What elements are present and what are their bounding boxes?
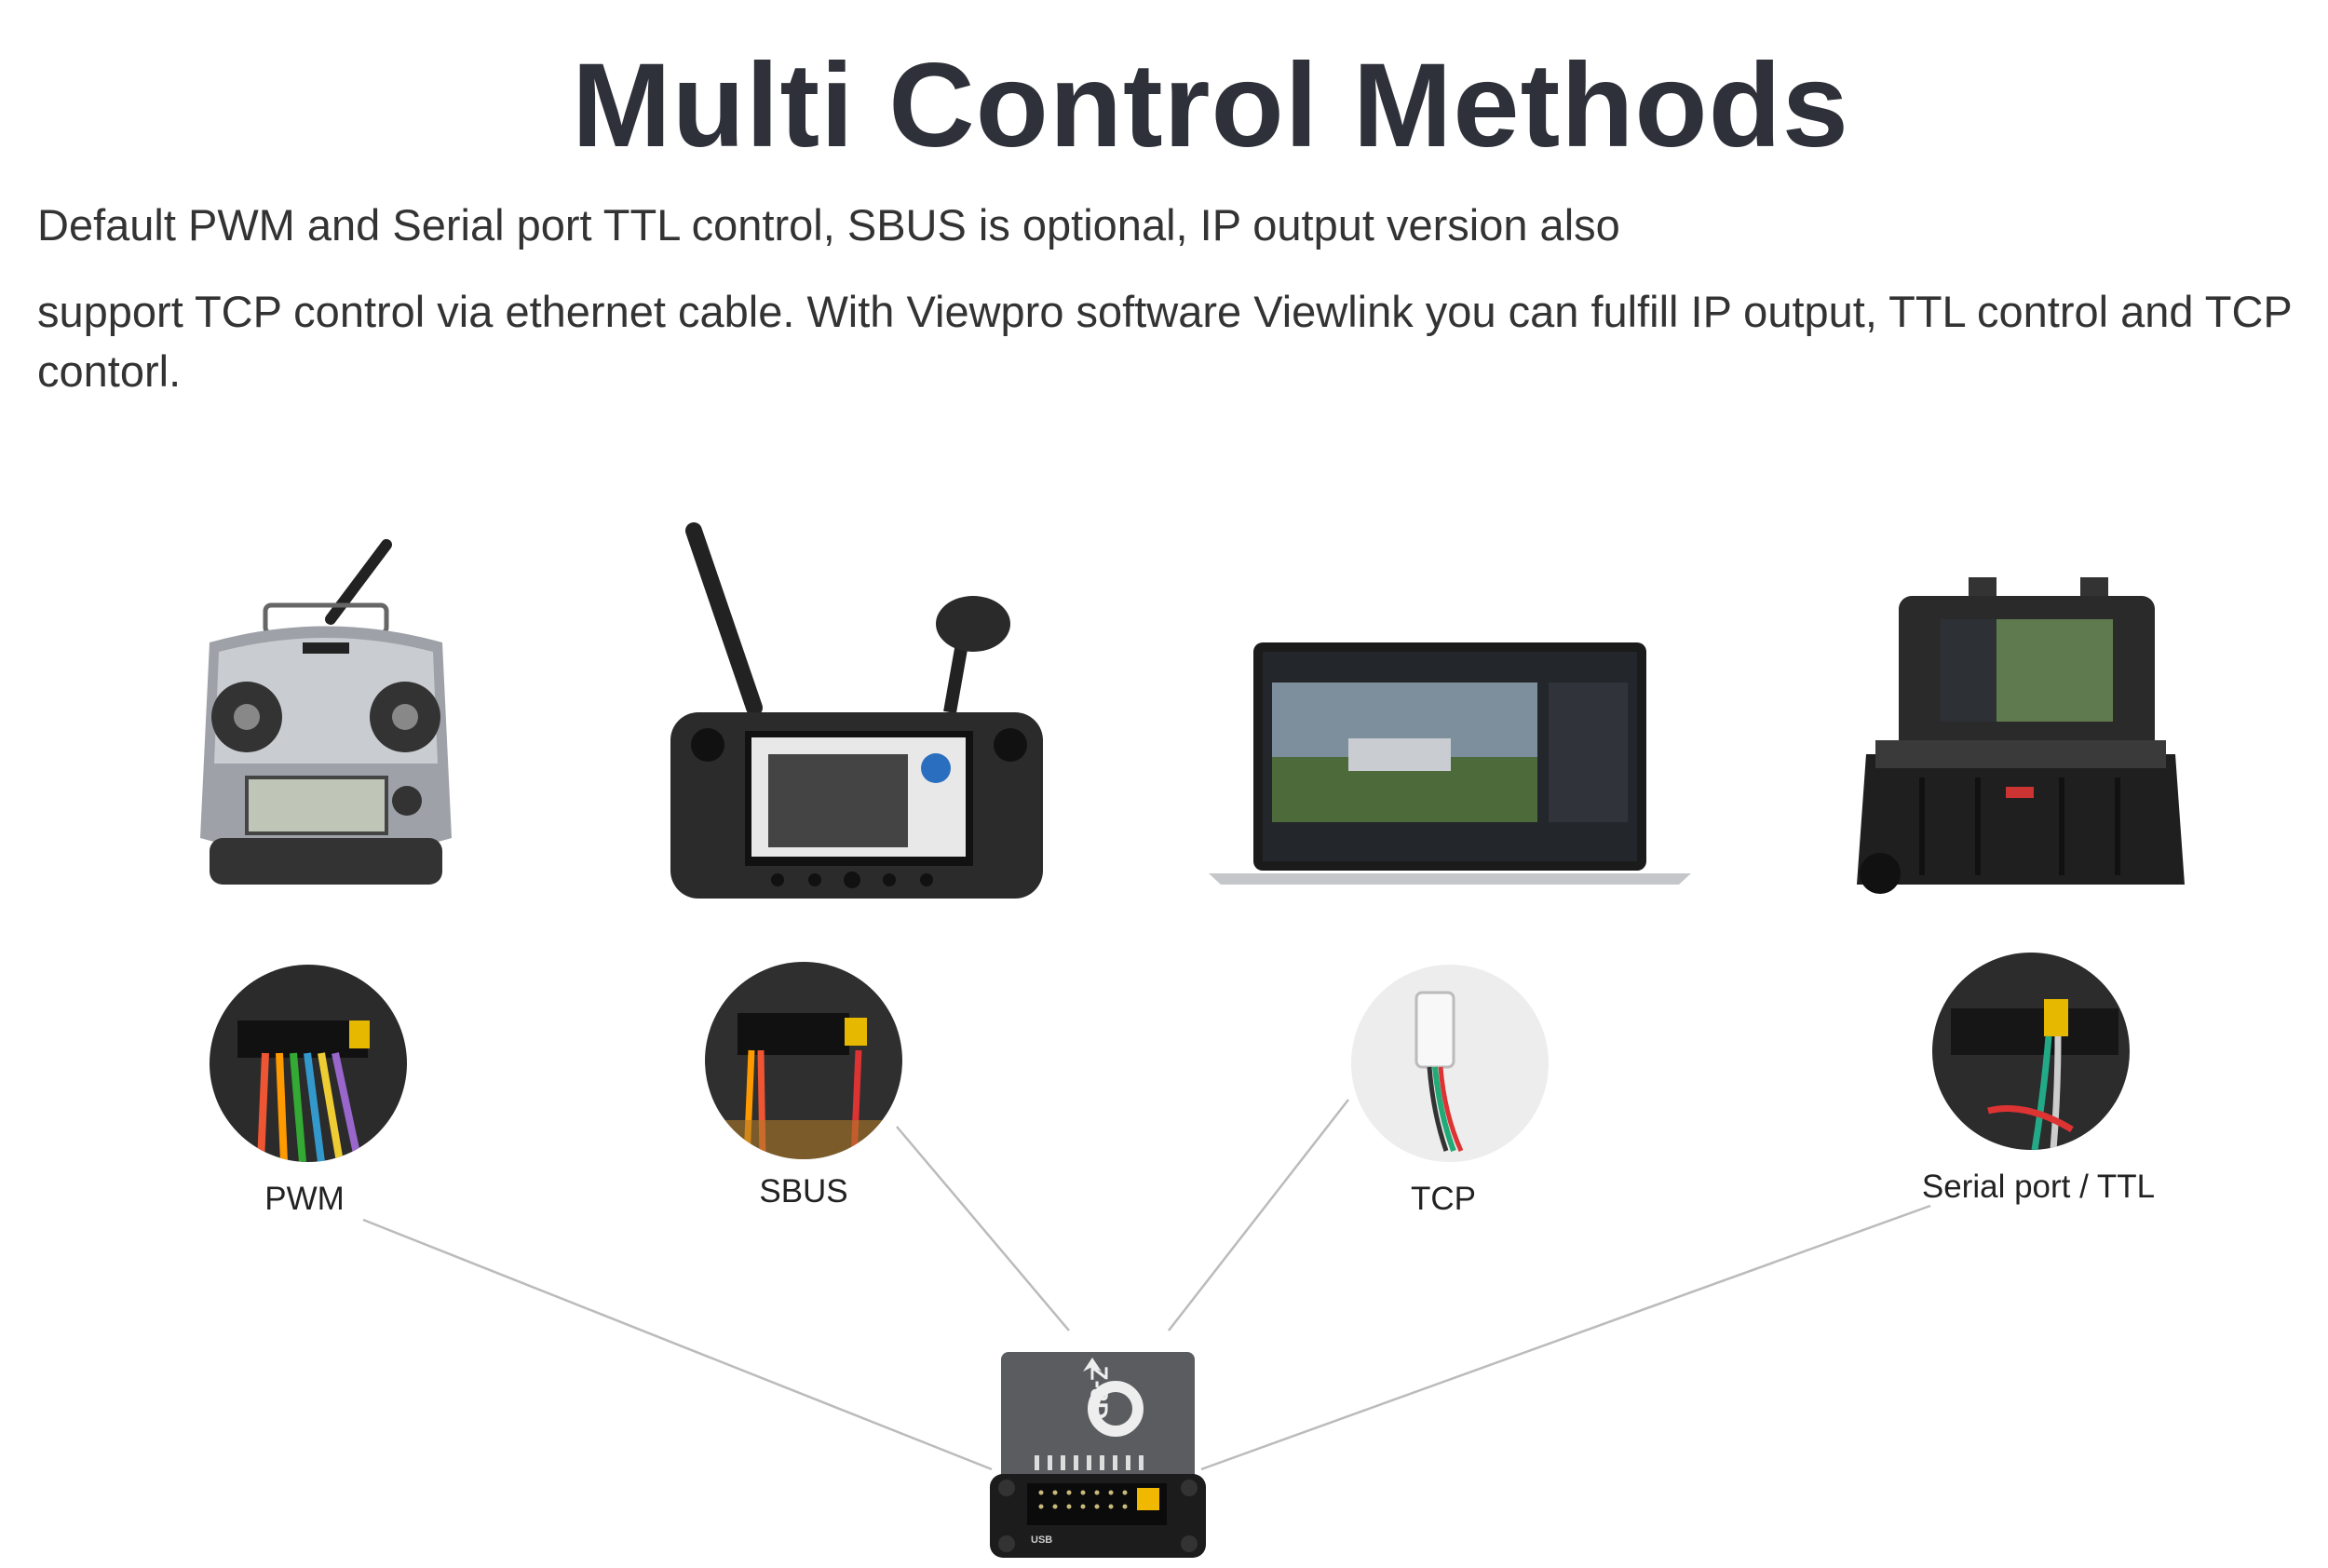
description-line-2: support TCP control via ethernet cable. … [37,287,2292,396]
hub-usb-label: USB [1031,1534,1053,1546]
rc-transmitter-icon [200,539,452,885]
line-tcp [1168,1099,1349,1331]
tcp-connector-photo [1351,965,1549,1162]
ttl-connector-photo [1932,953,2130,1150]
line-pwm [362,1218,993,1471]
hub-model-label: Z-3D [1085,1365,1114,1420]
line-ttl [1200,1204,1931,1471]
smart-controller-icon [670,522,1043,899]
z3d-controller-board: Z-3D USB [990,1348,1206,1561]
page-title: Multi Control Methods [572,39,1849,172]
ground-station-case-icon [1857,577,2185,894]
sbus-connector-photo [705,962,902,1159]
line-sbus [896,1126,1070,1331]
method-label-pwm: PWM [264,1181,345,1217]
method-label-sbus: SBUS [759,1173,848,1210]
method-label-serial-ttl: Serial port / TTL [1921,1169,2156,1205]
pwm-connector-photo [210,965,407,1162]
description-line-1: Default PWM and Serial port TTL control,… [37,200,1620,250]
method-label-tcp: TCP [1411,1181,1476,1217]
laptop-icon [1209,642,1691,885]
